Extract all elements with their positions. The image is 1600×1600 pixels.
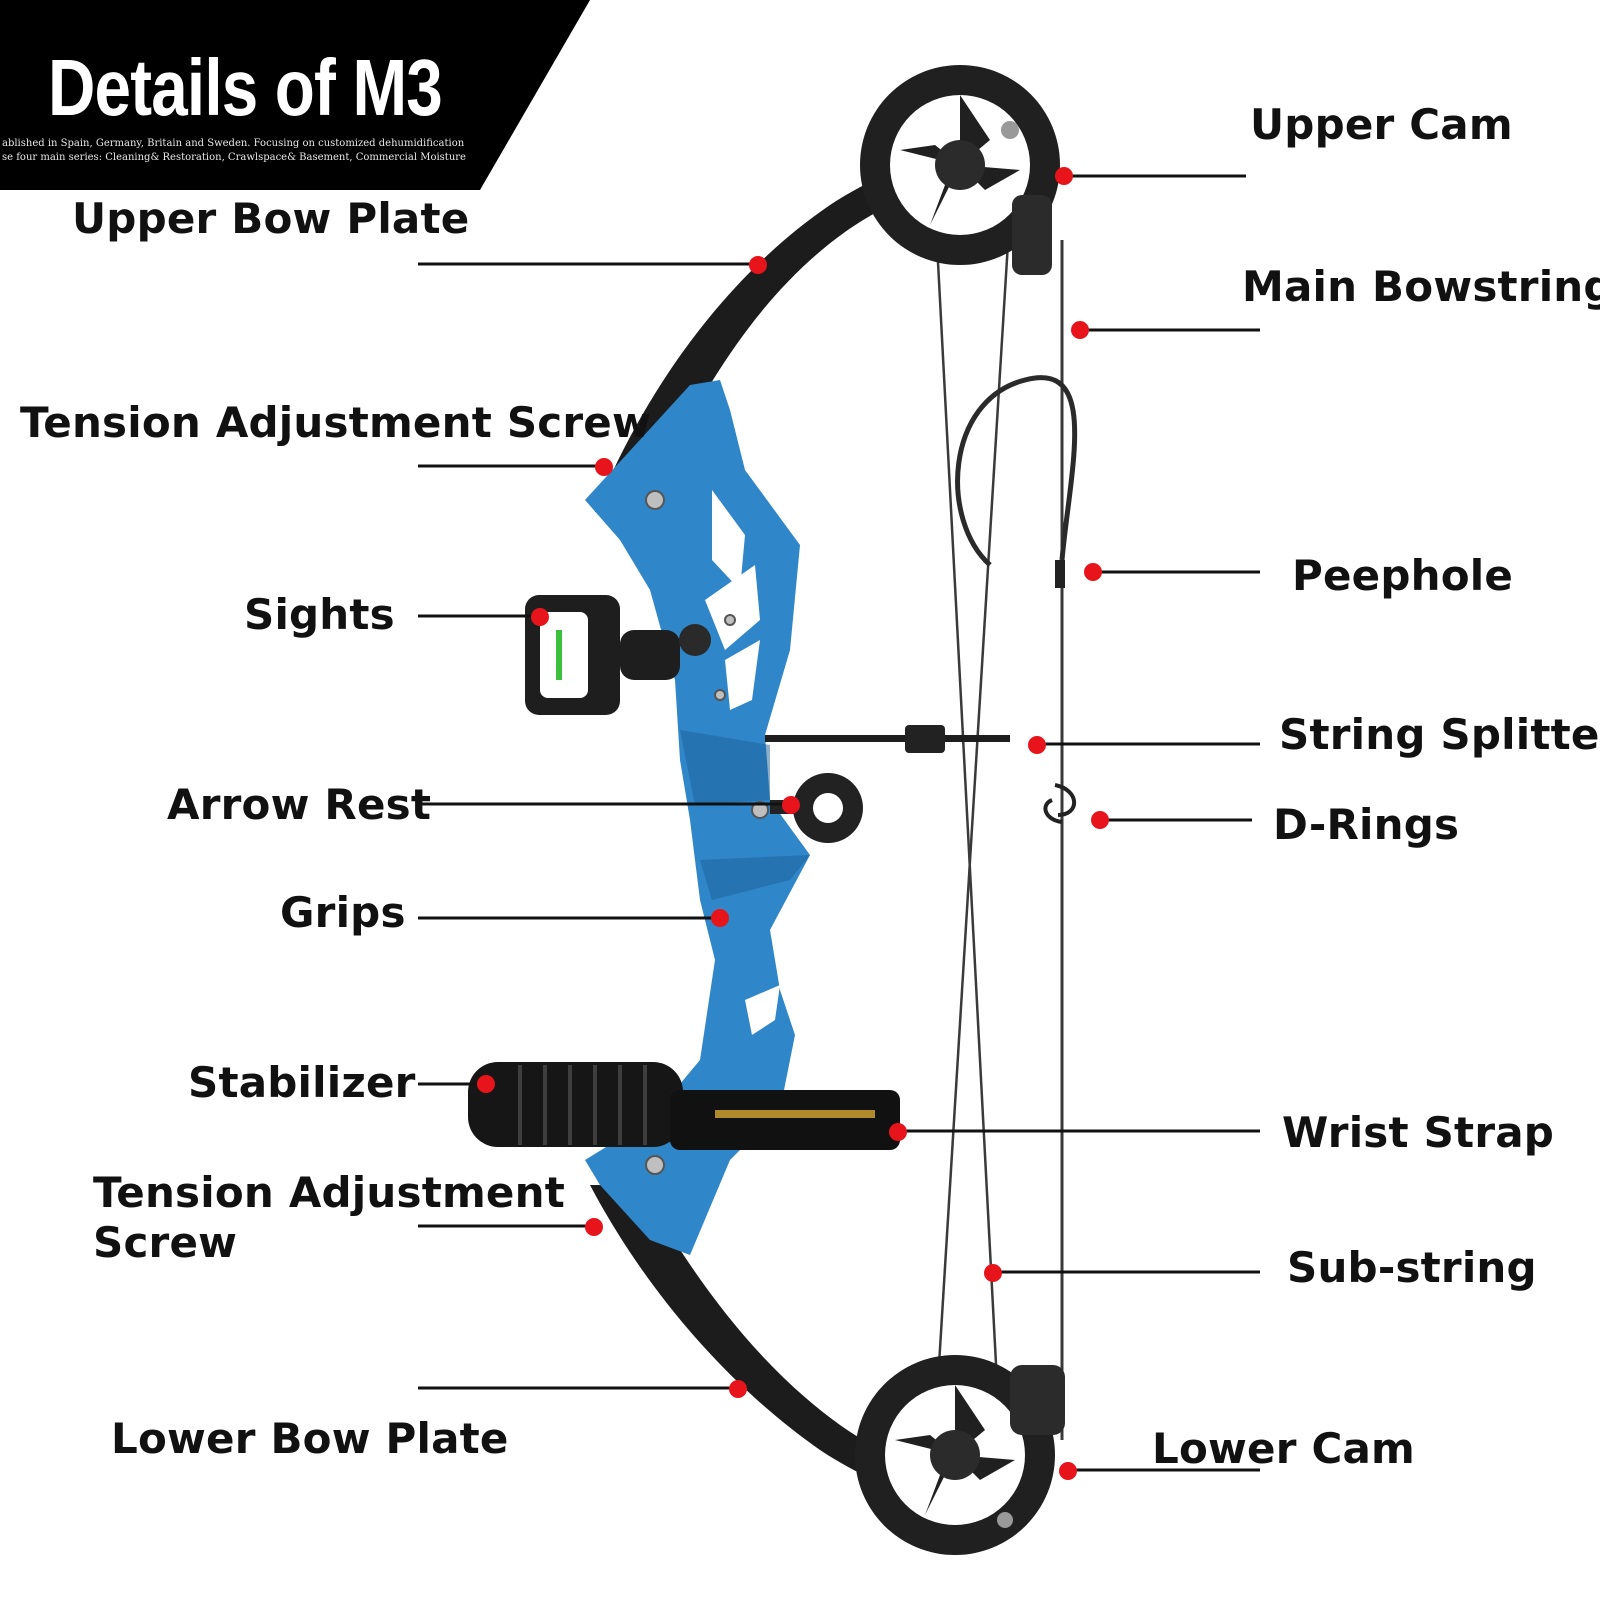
- label-upper-bow-plate: Upper Bow Plate: [72, 194, 470, 243]
- banner-subtitle-line-2: se four main series: Cleaning& Restorati…: [2, 152, 466, 163]
- sub-string-a: [933, 204, 1002, 1441]
- string-splitter: [765, 725, 1010, 753]
- title-banner: [0, 0, 590, 190]
- marker-sights: [531, 608, 549, 626]
- lower-cam: [855, 1355, 1065, 1555]
- marker-arrow-rest: [782, 796, 800, 814]
- marker-upper-bow-plate: [749, 256, 767, 274]
- leader-lines: [418, 174, 1260, 1472]
- riser-cutouts: [705, 490, 780, 1150]
- marker-wrist-strap: [889, 1123, 907, 1141]
- banner-subtitle-line-1: ablished in Spain, Germany, Britain and …: [2, 138, 465, 149]
- marker-tension-screw-upper: [595, 458, 613, 476]
- marker-main-bowstring: [1071, 321, 1089, 339]
- marker-tension-screw-lower: [585, 1218, 603, 1236]
- riser-bolts: [645, 490, 769, 1175]
- d-rings: [1043, 783, 1077, 824]
- marker-d-rings: [1091, 811, 1109, 829]
- marker-string-splitter: [1028, 736, 1046, 754]
- label-tension-screw-lower-line-1: Tension Adjustment: [93, 1168, 565, 1217]
- label-lower-bow-plate: Lower Bow Plate: [111, 1414, 509, 1463]
- wrist-strap: [670, 1090, 900, 1150]
- marker-stabilizer: [477, 1075, 495, 1093]
- label-tension-screw-lower-line-2: Screw: [93, 1218, 238, 1267]
- sub-string-b: [933, 209, 1012, 1431]
- label-wrist-strap: Wrist Strap: [1282, 1108, 1555, 1157]
- marker-upper-cam: [1055, 167, 1073, 185]
- label-tension-screw-upper: Tension Adjustment Screw: [20, 398, 651, 447]
- banner-title: Details of M3: [48, 43, 443, 132]
- peep-cable-loop: [955, 375, 1078, 567]
- stabilizer: [468, 1062, 683, 1147]
- label-main-bowstring: Main Bowstring: [1242, 262, 1600, 311]
- label-sights: Sights: [244, 590, 395, 639]
- label-peephole: Peephole: [1292, 551, 1514, 600]
- markers: [477, 167, 1109, 1480]
- sight: [525, 595, 711, 715]
- label-arrow-rest: Arrow Rest: [167, 780, 432, 829]
- label-string-splitter: String Splitter: [1279, 710, 1600, 759]
- label-stabilizer: Stabilizer: [188, 1058, 416, 1107]
- marker-grips: [711, 909, 729, 927]
- label-sub-string: Sub-string: [1287, 1243, 1537, 1292]
- riser-shading: [680, 730, 810, 900]
- peep-sight: [1055, 560, 1065, 588]
- label-upper-cam: Upper Cam: [1250, 100, 1513, 149]
- marker-lower-cam: [1059, 1462, 1077, 1480]
- marker-peephole: [1084, 563, 1102, 581]
- label-d-rings: D-Rings: [1273, 800, 1460, 849]
- label-grips: Grips: [280, 888, 406, 937]
- marker-sub-string: [984, 1264, 1002, 1282]
- arrow-rest: [770, 773, 863, 843]
- bow-strings: [933, 204, 1078, 1441]
- upper-cam: [860, 65, 1060, 275]
- label-lower-cam: Lower Cam: [1152, 1424, 1415, 1473]
- marker-lower-bow-plate: [729, 1380, 747, 1398]
